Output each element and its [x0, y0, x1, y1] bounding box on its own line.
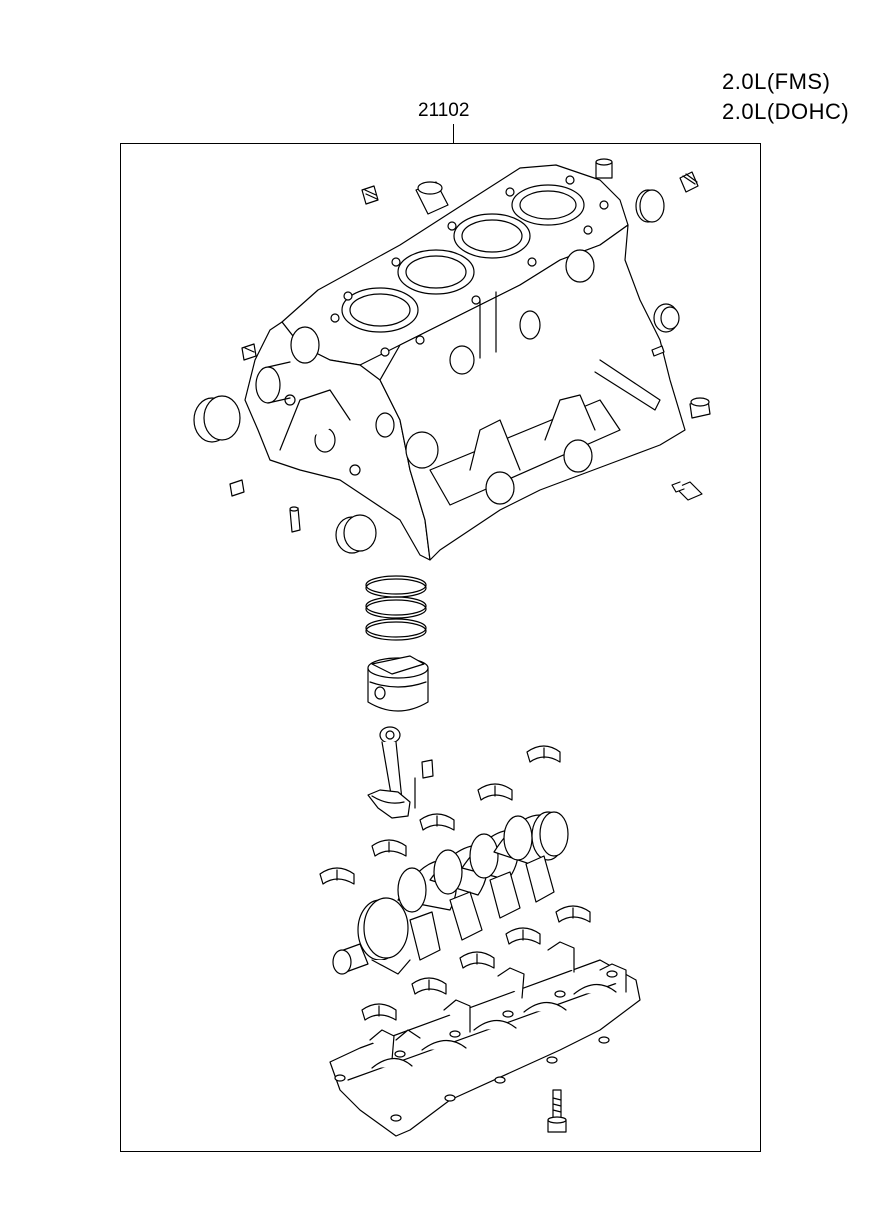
callout-leader-line: [453, 124, 454, 144]
crankshaft[interactable]: [333, 812, 568, 974]
assembly-frame: [120, 143, 761, 1152]
engine-variant-label: 2.0L(FMS): [722, 69, 831, 94]
cylinder-block[interactable]: [245, 165, 685, 560]
main-cap-bolt[interactable]: [548, 1090, 566, 1132]
engine-variant-label: 2.0L(DOHC): [722, 99, 850, 124]
connecting-rod[interactable]: [368, 727, 433, 818]
main-bearing-cap-ladder[interactable]: [330, 942, 640, 1136]
piston[interactable]: [368, 656, 428, 711]
part-number-callout[interactable]: 21102: [418, 100, 470, 121]
piston-rings[interactable]: [366, 576, 426, 640]
block-plugs-and-dowels[interactable]: [194, 159, 710, 553]
main-bearing-shells[interactable]: [320, 746, 590, 1020]
